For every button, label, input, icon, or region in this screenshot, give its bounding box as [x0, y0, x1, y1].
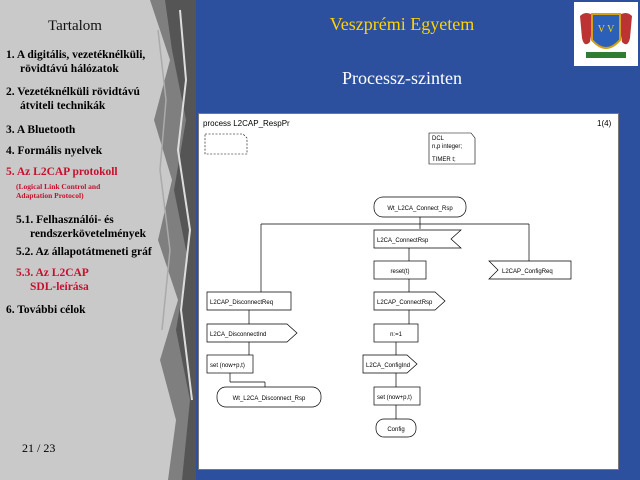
- disconnect-req-signal: L2CAP_DisconnectReq: [210, 300, 273, 306]
- dcl-line-1: DCL: [432, 136, 445, 142]
- page-title: Veszprémi Egyetem: [329, 14, 475, 34]
- sidebar: Tartalom 1. A digitális, vezetéknélküli,…: [0, 0, 196, 480]
- n-assign-task: n:=1: [390, 332, 403, 338]
- menu-item-3[interactable]: 3. A Bluetooth: [6, 124, 76, 136]
- menu-item-5-2[interactable]: 5.2. Az állapotátmeneti gráf: [16, 246, 152, 258]
- crest-icon: V V: [580, 13, 632, 58]
- end-state: Wt_L2CA_Disconnect_Rsp: [233, 396, 306, 402]
- svg-text:V V: V V: [598, 24, 615, 35]
- config-req-signal: L2CAP_ConfigReq: [502, 269, 553, 275]
- start-state: Wt_L2CA_Connect_Rsp: [387, 206, 453, 212]
- menu-item-4[interactable]: 4. Formális nyelvek: [6, 145, 103, 157]
- menu-item-6[interactable]: 6. További célok: [6, 304, 86, 316]
- menu-item-1[interactable]: 1. A digitális, vezetéknélküli,rövidtávú…: [6, 49, 146, 75]
- sidebar-title: Tartalom: [48, 18, 102, 34]
- connect-rsp-output: L2CAP_ConnectRsp: [377, 300, 433, 306]
- config-ind-output: L2CA_ConfigInd: [366, 363, 410, 369]
- slide-subtitle: Processz-szinten: [342, 68, 462, 88]
- config-state: Config: [387, 427, 404, 433]
- diagram-page-label: 1(4): [597, 119, 612, 128]
- dcl-line-3: TIMER t;: [432, 157, 456, 163]
- sidebar-marble-texture: [150, 0, 196, 480]
- reset-task: reset(t): [390, 269, 409, 275]
- set-timer-left: set (now+p,t): [210, 363, 245, 369]
- sdl-diagram: process L2CAP_RespPr 1(4) DCL n,p intege…: [198, 113, 619, 470]
- menu-item-5[interactable]: 5. Az L2CAP protokoll: [6, 166, 118, 178]
- university-logo: V V: [574, 2, 638, 66]
- process-label: process L2CAP_RespPr: [203, 119, 290, 128]
- connect-rsp-signal: L2CA_ConnectRsp: [377, 238, 429, 244]
- set-timer-right: set (now+p,t): [377, 395, 412, 401]
- dcl-line-2: n,p integer;: [432, 144, 462, 150]
- page-number: 21 / 23: [22, 441, 56, 455]
- disconnect-ind-output: L2CA_DisconnectInd: [210, 332, 266, 338]
